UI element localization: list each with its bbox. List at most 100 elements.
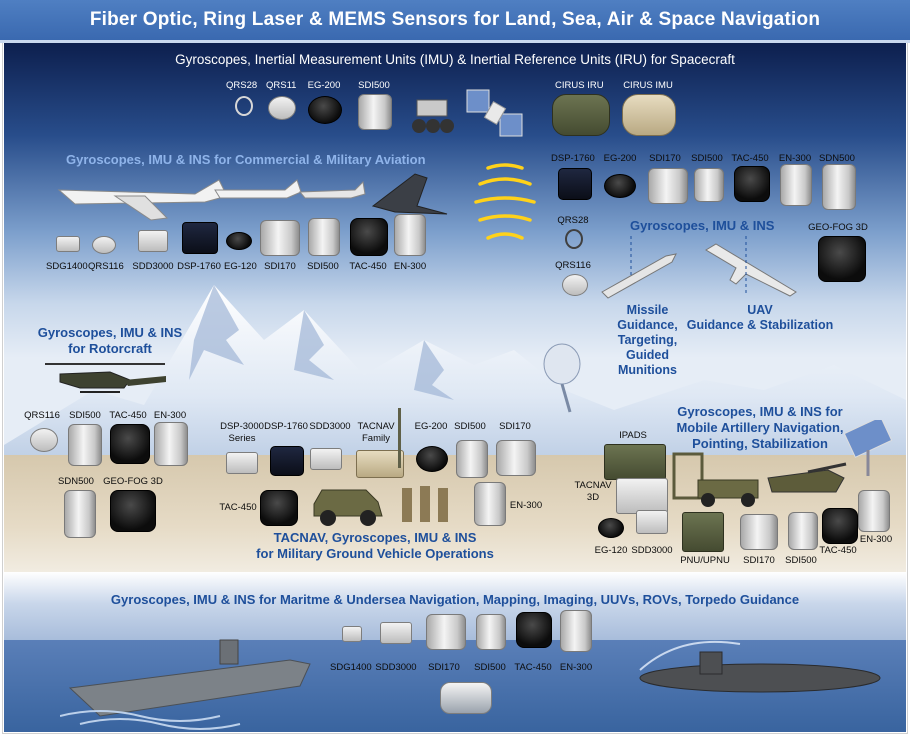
space-label-cirus-iru: CIRUS IRU xyxy=(555,80,604,91)
gv-label-sdd3000: SDD3000 xyxy=(309,421,351,432)
en300-gv-device-icon xyxy=(474,482,506,526)
mu-label-eg200: EG-200 xyxy=(603,153,637,164)
submarine-icon xyxy=(639,640,881,693)
eg200-gv-device-icon xyxy=(416,446,448,472)
vehicle-soldiers-icon xyxy=(313,486,448,526)
radar-panel-icon xyxy=(843,420,893,476)
sdi170-art-device-icon xyxy=(740,514,778,550)
dsp3000-device-icon xyxy=(226,452,258,474)
tac450-rc-device-icon xyxy=(110,424,150,464)
tacnav3d-device-icon xyxy=(616,478,668,514)
av-label-sdi170: SDI170 xyxy=(264,261,296,272)
mar-label-sdd3000: SDD3000 xyxy=(375,662,417,673)
mar-label-en300: EN-300 xyxy=(559,662,593,673)
artillery-line-3: Pointing, Stabilization xyxy=(692,436,828,451)
eg120-art-device-icon xyxy=(598,518,624,538)
missile-uav-heading: Gyroscopes, IMU & INS xyxy=(630,218,775,233)
sdn500-mu-device-icon xyxy=(822,164,856,210)
sdd3000-art-device-icon xyxy=(636,510,668,534)
cirus-iru-device-icon xyxy=(552,94,610,136)
artillery-line-2: Mobile Artillery Navigation, xyxy=(676,420,844,435)
aircraft-carrier-icon xyxy=(60,639,311,730)
sdg1400-device-icon xyxy=(56,236,80,252)
art-label-sdi170: SDI170 xyxy=(743,555,775,566)
geofog-rc-device-icon xyxy=(110,490,156,532)
sdi500-device-icon xyxy=(358,94,392,130)
maritime-heading: Gyroscopes, IMU & INS for Maritme & Unde… xyxy=(110,592,800,607)
mu-label-dsp1760: DSP-1760 xyxy=(551,153,595,164)
aviation-heading: Gyroscopes, IMU & INS for Commercial & M… xyxy=(66,152,426,167)
missile-line-1: Missile xyxy=(626,303,669,317)
sdi170-mar-device-icon xyxy=(426,614,466,650)
mu-label-qrs28: QRS28 xyxy=(557,215,589,226)
mu-label-geofog: GEO-FOG 3D xyxy=(808,222,868,233)
en300-mu-device-icon xyxy=(780,164,812,206)
art-label-sdd3000: SDD3000 xyxy=(631,545,673,556)
mu-label-en300: EN-300 xyxy=(778,153,812,164)
gv-label-en300: EN-300 xyxy=(509,500,543,511)
gv-label-sdi170: SDI170 xyxy=(499,421,531,432)
sdd3000-av-device-icon xyxy=(138,230,168,252)
mu-label-qrs116: QRS116 xyxy=(555,260,591,271)
eg200-mu-device-icon xyxy=(604,174,636,198)
qrs116-mu-device-icon xyxy=(562,274,588,296)
gv-label-dsp3000: DSP-3000 Series xyxy=(220,421,264,444)
uav-line-2: Guidance & Stabilization xyxy=(686,318,834,332)
en300-mar-device-icon xyxy=(560,610,592,652)
av-label-dsp1760: DSP-1760 xyxy=(177,261,221,272)
av-label-sdd3000: SDD3000 xyxy=(132,261,174,272)
art-label-pnu: PNU/UPNU xyxy=(680,555,730,566)
mar-label-tac450: TAC-450 xyxy=(514,662,552,673)
sdd3000-mar-device-icon xyxy=(380,622,412,644)
tacnav-antenna-icon xyxy=(398,408,401,468)
rc-label-sdn500: SDN500 xyxy=(58,476,94,487)
mountain-range xyxy=(4,285,906,470)
gv-label-sdi500: SDI500 xyxy=(454,421,486,432)
en300-av-device-icon xyxy=(394,214,426,256)
space-label-qrs28: QRS28 xyxy=(226,80,258,91)
av-label-tac450: TAC-450 xyxy=(349,261,387,272)
art-label-tac450: TAC-450 xyxy=(819,545,857,556)
rov-icon xyxy=(440,682,492,714)
av-label-qrs116: QRS116 xyxy=(88,261,124,272)
tacnav-device-icon xyxy=(356,450,404,478)
sdg1400-mar-device-icon xyxy=(342,626,362,642)
artillery-heading: Gyroscopes, IMU & INS for Mobile Artille… xyxy=(660,404,860,452)
qrs11-device-icon xyxy=(268,96,296,120)
mu-label-sdn500: SDN500 xyxy=(819,153,855,164)
missile-guidance-text: Missile Guidance, Targeting, Guided Muni… xyxy=(600,303,695,378)
dsp1760-gv-device-icon xyxy=(270,446,304,476)
rotorcraft-line-2: for Rotorcraft xyxy=(68,341,152,356)
space-label-qrs11: QRS11 xyxy=(266,80,297,91)
space-label-sdi500: SDI500 xyxy=(358,80,390,91)
mu-label-sdi170: SDI170 xyxy=(649,153,681,164)
artillery-line-1: Gyroscopes, IMU & INS for xyxy=(677,404,843,419)
gv-label-tac450: TAC-450 xyxy=(219,502,257,513)
eg200-device-icon xyxy=(308,96,342,124)
tac450-mar-device-icon xyxy=(516,612,552,648)
title-bar xyxy=(0,0,910,43)
av-label-en300: EN-300 xyxy=(393,261,427,272)
tac450-gv-device-icon xyxy=(260,490,298,526)
cirus-imu-device-icon xyxy=(622,94,676,136)
gv-label-dsp1760: DSP-1760 xyxy=(264,421,308,432)
signal-waves-icon xyxy=(474,163,536,240)
ground-heading: TACNAV, Gyroscopes, IMU & INS for Milita… xyxy=(230,530,520,562)
geofog-mu-device-icon xyxy=(818,236,866,282)
en300-art-device-icon xyxy=(858,490,890,532)
ground-line-2: for Military Ground Vehicle Operations xyxy=(256,546,494,561)
av-label-sdi500: SDI500 xyxy=(307,261,339,272)
dsp1760-av-device-icon xyxy=(182,222,218,254)
rotorcraft-line-1: Gyroscopes, IMU & INS xyxy=(37,325,183,340)
rotorcraft-heading: Gyroscopes, IMU & INS for Rotorcraft xyxy=(30,325,190,357)
ground-line-1: TACNAV, Gyroscopes, IMU & INS xyxy=(273,530,477,545)
space-heading: Gyroscopes, Inertial Measurement Units (… xyxy=(175,52,735,67)
helicopter-icon xyxy=(45,363,166,393)
missile-line-5: Munitions xyxy=(617,363,677,377)
mar-label-sdi500: SDI500 xyxy=(474,662,506,673)
rc-label-geofog: GEO-FOG 3D xyxy=(103,476,163,487)
mu-label-tac450: TAC-450 xyxy=(731,153,769,164)
aircraft-icon xyxy=(57,173,448,221)
av-label-eg120: EG-120 xyxy=(224,261,257,272)
